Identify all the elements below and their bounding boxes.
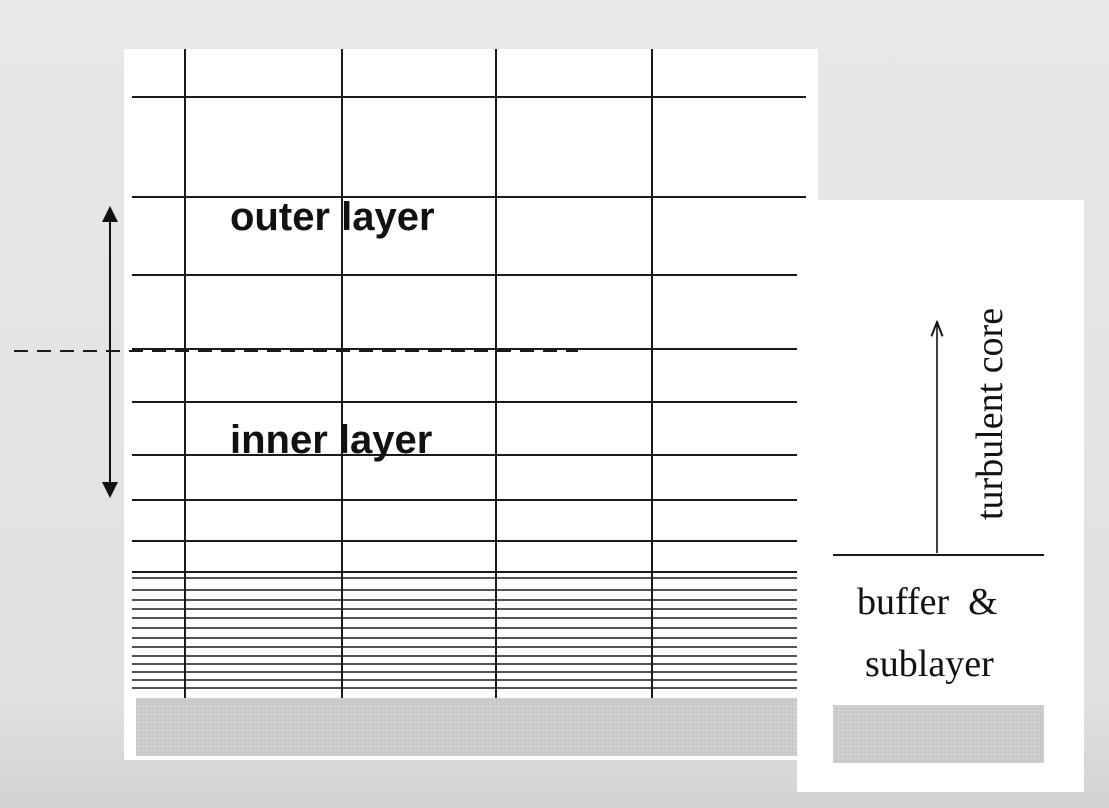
- layer-panel-background: [797, 200, 1084, 792]
- mesh-panel-background: [124, 49, 818, 760]
- mesh-panel: outer layer inner layer: [14, 49, 818, 760]
- mesh-near-wall-lines: [132, 577, 798, 689]
- wall-hatch: [136, 698, 800, 756]
- buffer-label: buffer &: [857, 581, 998, 623]
- mesh-horizontal-lines: [132, 96, 806, 573]
- sublayer-label: sublayer: [865, 643, 994, 685]
- outer-layer-label: outer layer: [230, 195, 435, 239]
- layer-structure-panel: turbulent core buffer & sublayer: [797, 200, 1084, 792]
- wall-hatch-small: [833, 705, 1044, 763]
- inner-layer-label: inner layer: [230, 418, 432, 462]
- mesh-vertical-lines: [184, 49, 653, 698]
- turbulent-core-label: turbulent core: [969, 308, 1011, 520]
